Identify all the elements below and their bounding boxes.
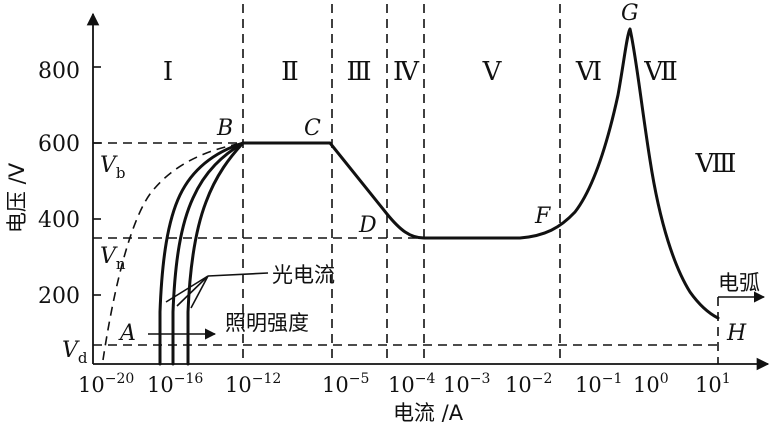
illumination-annotation: 照明强度 — [225, 311, 309, 335]
photo-current-curve-3 — [186, 141, 245, 366]
x-tick-label: 10−1 — [575, 371, 622, 397]
x-tick-label: 10−4 — [388, 371, 435, 397]
x-tick-label: 100 — [633, 371, 669, 397]
y-tick-label-800: 800 — [38, 59, 80, 84]
region-label-4: Ⅳ — [393, 57, 420, 87]
x-tick-labels: 10−20 10−16 10−12 10−5 10−4 10−3 10−2 10−1 100 10… — [78, 371, 731, 397]
point-label-c: C — [304, 116, 321, 141]
photo-current-curve-1 — [158, 141, 245, 366]
region-label-6: Ⅵ — [575, 57, 602, 87]
photo-current-pointers — [165, 272, 269, 309]
point-label-f: F — [534, 204, 551, 229]
x-tick-label: 101 — [695, 371, 731, 397]
point-label-d: D — [358, 213, 377, 238]
point-label-a: A — [118, 321, 136, 346]
x-tick-label: 10−12 — [225, 371, 281, 397]
region-label-1: Ⅰ — [163, 57, 173, 87]
y-tick-label-400: 400 — [38, 208, 80, 233]
arc-annotation: 电弧 — [718, 271, 760, 295]
y-tick-label-200: 200 — [38, 284, 80, 309]
region-label-3: Ⅲ — [346, 57, 371, 87]
x-tick-label: 10−5 — [322, 371, 369, 397]
region-label-5: Ⅴ — [482, 57, 503, 87]
x-tick-label: 10−2 — [505, 371, 552, 397]
y-tick-label-600: 600 — [38, 132, 80, 157]
dark-current-dashed-curve — [102, 142, 244, 361]
point-label-h: H — [726, 321, 747, 346]
x-tick-label: 10−3 — [443, 371, 490, 397]
point-label-g: G — [621, 1, 639, 26]
y-tick-marks — [93, 66, 101, 296]
region-label-7: Ⅶ — [643, 57, 678, 87]
x-tick-label: 10−20 — [78, 371, 134, 397]
vb-label: Vb — [100, 153, 126, 182]
main-vi-curve — [241, 27, 720, 320]
vd-label: Vd — [62, 338, 88, 367]
x-tick-label: 10−16 — [147, 371, 203, 397]
region-label-8: Ⅷ — [695, 149, 737, 179]
photo-current-annotation: 光电流 — [272, 263, 335, 287]
y-axis-title: 电压 /V — [5, 162, 29, 233]
vn-label: Vn — [100, 244, 126, 273]
photo-current-curve-2 — [171, 141, 245, 366]
x-axis-title: 电流 /A — [393, 401, 464, 425]
point-label-b: B — [216, 116, 233, 141]
region-label-2: Ⅱ — [281, 57, 299, 87]
